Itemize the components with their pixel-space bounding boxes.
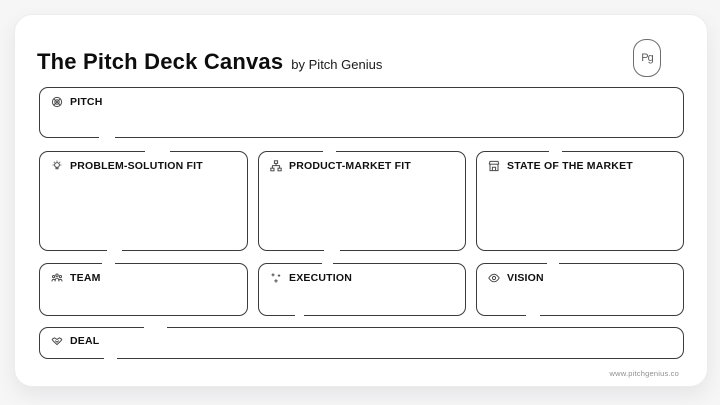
border-gap	[145, 150, 170, 154]
border-gap	[102, 262, 115, 266]
target-icon	[51, 96, 63, 108]
lightbulb-icon	[51, 160, 63, 172]
section-label: EXECUTION	[289, 272, 353, 284]
logo-monogram: Pg	[641, 52, 654, 64]
eye-icon	[488, 272, 500, 284]
section-label: PRODUCT-MARKET FIT	[289, 160, 412, 172]
section-label: PITCH	[70, 96, 103, 108]
people-icon	[51, 272, 63, 284]
section-vision: VISION	[476, 262, 684, 317]
section-header: STATE OF THE MARKET	[477, 152, 683, 172]
border-gap	[547, 262, 559, 266]
section-pitch-header: PITCH	[40, 88, 683, 108]
section-label: VISION	[507, 272, 544, 284]
border-gap	[323, 150, 336, 154]
section-problem-solution-fit: PROBLEM-SOLUTION FIT	[39, 150, 248, 252]
section-header: TEAM	[40, 264, 247, 284]
section-header: PROBLEM-SOLUTION FIT	[40, 152, 247, 172]
section-label: DEAL	[70, 335, 100, 347]
border-gap	[324, 248, 340, 252]
section-label: PROBLEM-SOLUTION FIT	[70, 160, 203, 172]
section-header: EXECUTION	[259, 264, 465, 284]
section-header: VISION	[477, 264, 683, 284]
page-title: The Pitch Deck Canvas	[37, 49, 284, 74]
border-gap	[99, 135, 115, 139]
website-url: www.pitchgenius.co	[609, 369, 679, 378]
border-gap	[322, 262, 333, 266]
section-pitch: PITCH	[39, 87, 684, 139]
section-state-of-the-market: STATE OF THE MARKET	[476, 150, 684, 251]
sparkles-icon	[270, 272, 282, 284]
border-gap	[295, 313, 304, 317]
hierarchy-icon	[270, 160, 282, 172]
border-gap	[104, 356, 117, 360]
border-gap	[107, 248, 122, 252]
section-product-market-fit: PRODUCT-MARKET FIT	[258, 150, 466, 252]
pitch-genius-logo-icon: Pg	[633, 39, 661, 77]
canvas-card: The Pitch Deck Canvas by Pitch Genius Pg…	[14, 14, 708, 387]
border-gap	[526, 313, 540, 317]
section-execution: EXECUTION	[258, 262, 466, 317]
section-header: DEAL	[40, 328, 683, 347]
section-label: STATE OF THE MARKET	[507, 160, 633, 172]
storefront-icon	[488, 160, 500, 172]
border-gap	[144, 326, 167, 330]
section-team: TEAM	[39, 262, 248, 316]
section-label: TEAM	[70, 272, 101, 284]
page-subtitle: by Pitch Genius	[291, 57, 383, 72]
section-deal: DEAL	[39, 326, 684, 360]
card-header: The Pitch Deck Canvas by Pitch Genius Pg	[37, 39, 685, 83]
handshake-icon	[51, 335, 63, 347]
title-group: The Pitch Deck Canvas by Pitch Genius	[37, 49, 382, 75]
border-gap	[549, 150, 562, 154]
section-header: PRODUCT-MARKET FIT	[259, 152, 465, 172]
